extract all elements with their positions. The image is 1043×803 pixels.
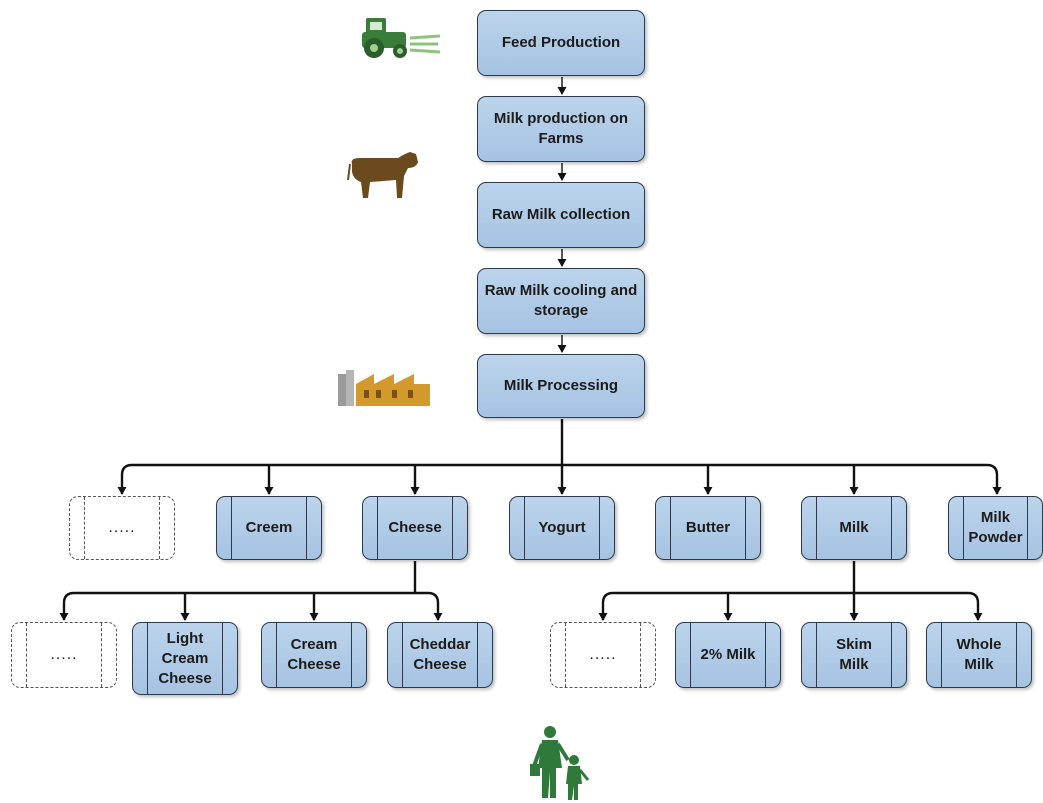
factory-icon [338, 370, 430, 406]
cheese-type-cream-cheese: Cream Cheese [261, 622, 367, 688]
process-milk-processing: Milk Processing [477, 354, 645, 418]
process-milk-production-on-farms: Milk production on Farms [477, 96, 645, 162]
product-milk-powder: Milk Powder [948, 496, 1043, 560]
branch-to-placeholder-product [117, 463, 562, 495]
product-yogurt: Yogurt [509, 496, 615, 560]
product-cheese: Cheese [362, 496, 468, 560]
branch-to-cheddar-cheese [415, 591, 443, 621]
cheese-type-light-cream-cheese: Light Cream Cheese [132, 622, 238, 695]
product-creem: Creem [216, 496, 322, 560]
process-raw-milk-cooling-and-storage: Raw Milk cooling and storage [477, 268, 645, 334]
product-butter: Butter [655, 496, 761, 560]
branch-to-whole-milk [854, 591, 983, 621]
cheese-type-placeholder: ..... [11, 622, 117, 688]
cow-icon [347, 152, 418, 198]
product-milk: Milk [801, 496, 907, 560]
milk-type-placeholder: ..... [550, 622, 656, 688]
branch-to-placeholder-milk [598, 591, 854, 621]
process-raw-milk-collection: Raw Milk collection [477, 182, 645, 248]
branch-to-placeholder-cheese [59, 591, 415, 621]
product-placeholder: ..... [69, 496, 175, 560]
milk-type-whole-milk: Whole Milk [926, 622, 1032, 688]
branch-to-milk-powder [562, 463, 1002, 495]
milk-type-skim-milk: Skim Milk [801, 622, 907, 688]
process-feed-production: Feed Production [477, 10, 645, 76]
family-icon [530, 726, 590, 800]
milk-type-2pct-milk: 2% Milk [675, 622, 781, 688]
tractor-icon [362, 18, 441, 58]
cheese-type-cheddar-cheese: Cheddar Cheese [387, 622, 493, 688]
